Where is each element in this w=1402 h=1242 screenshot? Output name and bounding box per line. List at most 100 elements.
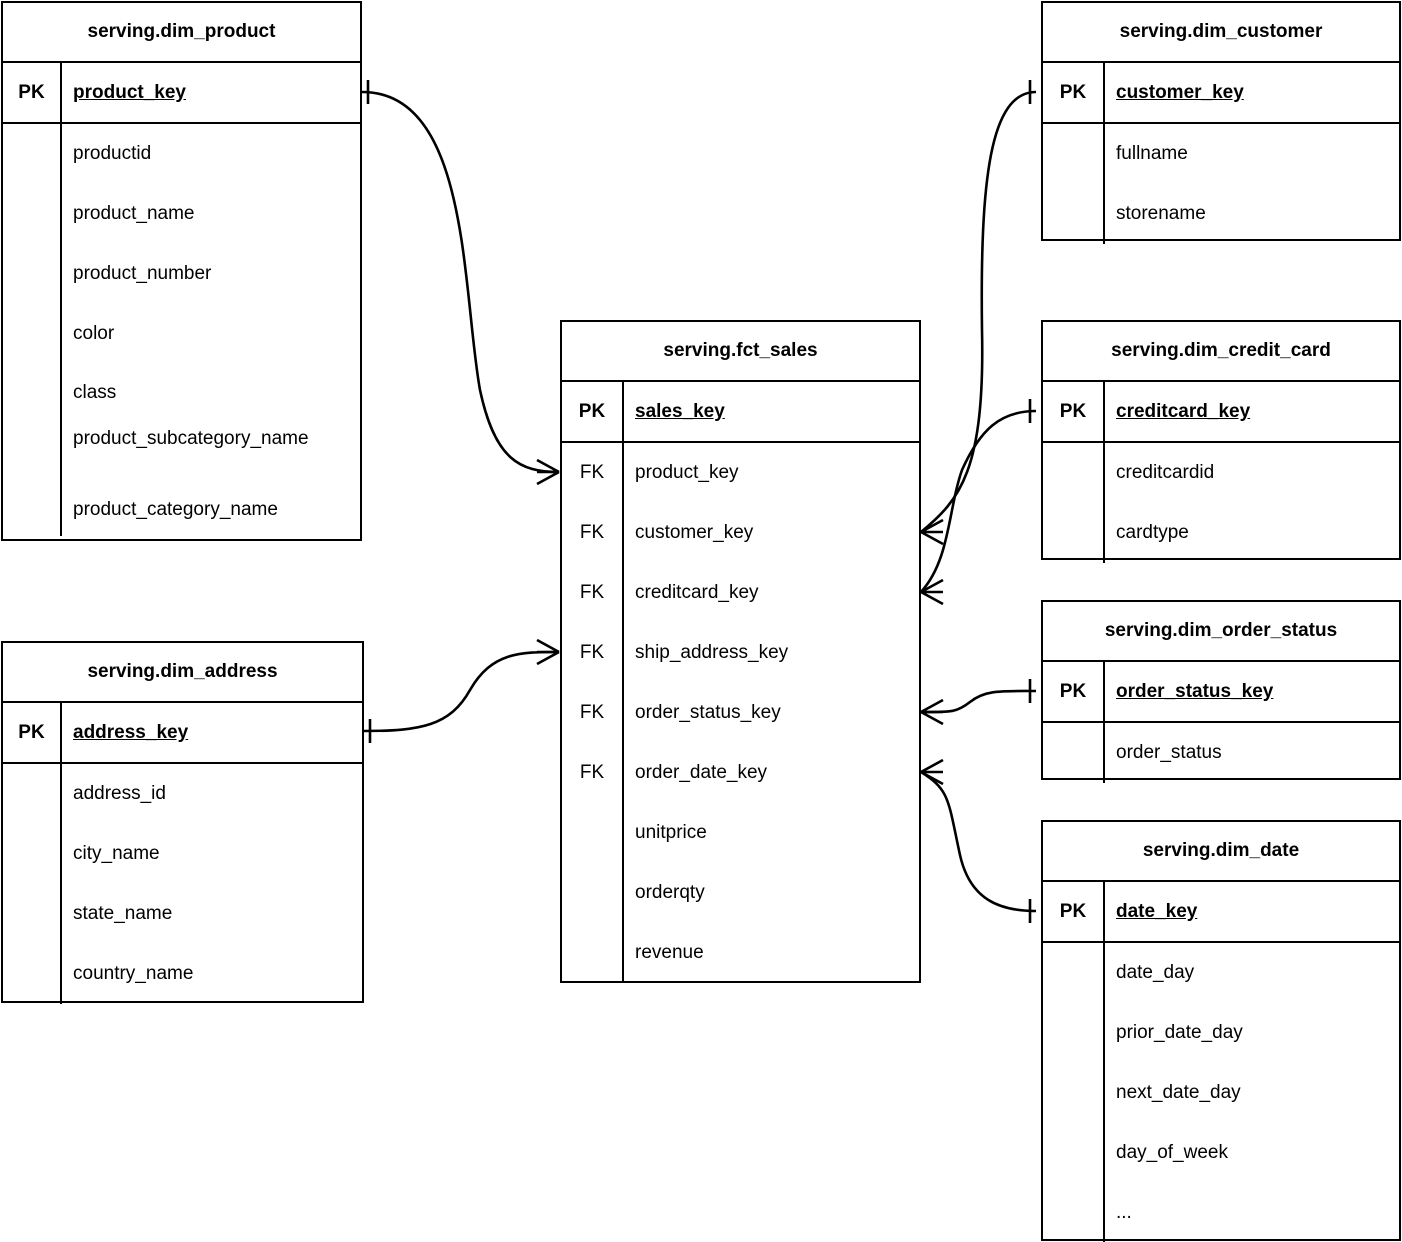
entity-dim-order-status[interactable]: serving.dim_order_status PK order_status… <box>1041 600 1401 783</box>
attr-key-column-dim-customer <box>1043 124 1105 244</box>
field-row: product_name <box>73 203 195 225</box>
field-row: city_name <box>73 843 160 865</box>
relationship-line-product <box>361 90 560 474</box>
attr-name-column-dim-date: date_day prior_date_day next_date_day da… <box>1105 943 1399 1242</box>
pk-field-fct-sales: sales_key <box>635 400 725 422</box>
pk-field-dim-product: product_key <box>73 81 186 103</box>
key-column-fct-sales: PK <box>562 382 624 441</box>
field-row: address_id <box>73 783 166 805</box>
pk-section-dim-credit-card: PK creditcard_key <box>1043 382 1399 443</box>
field-row-ellipsis: ... <box>1116 1202 1132 1224</box>
pk-section-fct-sales: PK sales_key <box>562 382 919 443</box>
crowfoot-date <box>920 758 944 786</box>
relationship-line-address <box>363 650 560 733</box>
fk-label: FK <box>579 582 605 603</box>
attr-key-column-dim-credit-card <box>1043 443 1105 563</box>
pk-name-column-dim-address: address_key <box>62 703 362 762</box>
attr-section-fct-sales: FK FK FK FK FK FK product_key customer_k… <box>562 443 919 983</box>
pk-label-dim-order-status: PK <box>1059 680 1087 702</box>
entity-title-dim-date: serving.dim_date <box>1043 822 1399 882</box>
attr-section-dim-order-status: order_status <box>1043 723 1399 783</box>
fk-label: FK <box>579 702 605 723</box>
key-column-dim-order-status: PK <box>1043 662 1105 721</box>
fk-field-row: product_key <box>635 462 739 484</box>
pk-label-fct-sales: PK <box>578 400 606 422</box>
pk-field-dim-date: date_key <box>1116 900 1198 922</box>
pk-label-dim-date: PK <box>1059 900 1087 922</box>
pk-section-dim-order-status: PK order_status_key <box>1043 662 1399 723</box>
field-row: country_name <box>73 963 194 985</box>
field-row: product_category_name <box>73 499 278 521</box>
entity-dim-address[interactable]: serving.dim_address PK address_key addre… <box>1 641 364 1004</box>
fk-field-row: order_date_key <box>635 762 768 784</box>
field-row: storename <box>1116 203 1206 225</box>
field-row: date_day <box>1116 962 1195 984</box>
pk-name-column-fct-sales: sales_key <box>624 382 919 441</box>
attr-section-dim-product: productid product_name product_number co… <box>3 124 360 536</box>
pk-label-dim-credit-card: PK <box>1059 400 1087 422</box>
pk-label-dim-product: PK <box>18 81 45 103</box>
pk-name-column-dim-product: product_key <box>62 63 360 122</box>
fk-label: FK <box>579 522 605 543</box>
entity-title-dim-address: serving.dim_address <box>3 643 362 703</box>
fk-field-row: creditcard_key <box>635 582 759 604</box>
crowfoot-address <box>536 638 560 666</box>
attr-section-dim-date: date_day prior_date_day next_date_day da… <box>1043 943 1399 1242</box>
attr-key-column-dim-date <box>1043 943 1105 1242</box>
field-row: fullname <box>1116 143 1188 165</box>
pk-label-dim-customer: PK <box>1059 81 1087 103</box>
field-row: color <box>73 323 115 345</box>
entity-dim-date[interactable]: serving.dim_date PK date_key date_day pr… <box>1041 820 1401 1242</box>
fk-label: FK <box>579 762 605 783</box>
pk-section-dim-product: PK product_key <box>3 63 360 124</box>
field-row: product_subcategory_name <box>73 428 309 449</box>
entity-dim-credit-card[interactable]: serving.dim_credit_card PK creditcard_ke… <box>1041 320 1401 563</box>
key-column-dim-customer: PK <box>1043 63 1105 122</box>
field-row: order_status <box>1116 742 1222 764</box>
attr-name-column-dim-product: productid product_name product_number co… <box>62 124 360 536</box>
attr-name-column-dim-credit-card: creditcardid cardtype <box>1105 443 1399 563</box>
fk-field-row: order_status_key <box>635 702 781 724</box>
pk-field-dim-credit-card: creditcard_key <box>1116 400 1251 422</box>
pk-name-column-dim-credit-card: creditcard_key <box>1105 382 1399 441</box>
pk-field-dim-customer: customer_key <box>1116 81 1244 103</box>
crowfoot-orderstatus <box>920 698 944 726</box>
fk-label: FK <box>579 462 605 483</box>
measure-field-row: orderqty <box>635 882 705 904</box>
field-row: day_of_week <box>1116 1142 1228 1164</box>
pk-field-dim-address: address_key <box>73 721 189 743</box>
pk-section-dim-customer: PK customer_key <box>1043 63 1399 124</box>
attr-key-column-dim-order-status <box>1043 723 1105 783</box>
entity-dim-product[interactable]: serving.dim_product PK product_key produ… <box>1 1 362 541</box>
entity-title-fct-sales: serving.fct_sales <box>562 322 919 382</box>
relationship-line-creditcard <box>920 409 1037 593</box>
field-row: class <box>73 382 117 404</box>
relationship-line-date <box>920 770 1037 913</box>
field-row: productid <box>73 143 152 165</box>
attr-name-column-fct-sales: product_key customer_key creditcard_key … <box>624 443 919 983</box>
field-row: creditcardid <box>1116 462 1215 484</box>
attr-key-column-dim-product <box>3 124 62 536</box>
entity-fct-sales[interactable]: serving.fct_sales PK sales_key FK FK FK … <box>560 320 921 983</box>
field-row: state_name <box>73 903 173 925</box>
field-row: product_number <box>73 263 212 285</box>
attr-section-dim-credit-card: creditcardid cardtype <box>1043 443 1399 563</box>
attr-name-column-dim-order-status: order_status <box>1105 723 1399 783</box>
entity-title-dim-product: serving.dim_product <box>3 3 360 63</box>
pk-name-column-dim-order-status: order_status_key <box>1105 662 1399 721</box>
attr-section-dim-customer: fullname storename <box>1043 124 1399 244</box>
attr-name-column-dim-customer: fullname storename <box>1105 124 1399 244</box>
pk-name-column-dim-date: date_key <box>1105 882 1399 941</box>
attr-section-dim-address: address_id city_name state_name country_… <box>3 764 362 1004</box>
pk-section-dim-address: PK address_key <box>3 703 362 764</box>
entity-dim-customer[interactable]: serving.dim_customer PK customer_key ful… <box>1041 1 1401 244</box>
fk-field-row: customer_key <box>635 522 754 544</box>
entity-title-dim-order-status: serving.dim_order_status <box>1043 602 1399 662</box>
field-row: cardtype <box>1116 522 1189 544</box>
key-column-dim-date: PK <box>1043 882 1105 941</box>
relationship-line-customer <box>920 90 1037 534</box>
fk-field-row: ship_address_key <box>635 642 789 664</box>
crowfoot-creditcard <box>920 578 944 606</box>
